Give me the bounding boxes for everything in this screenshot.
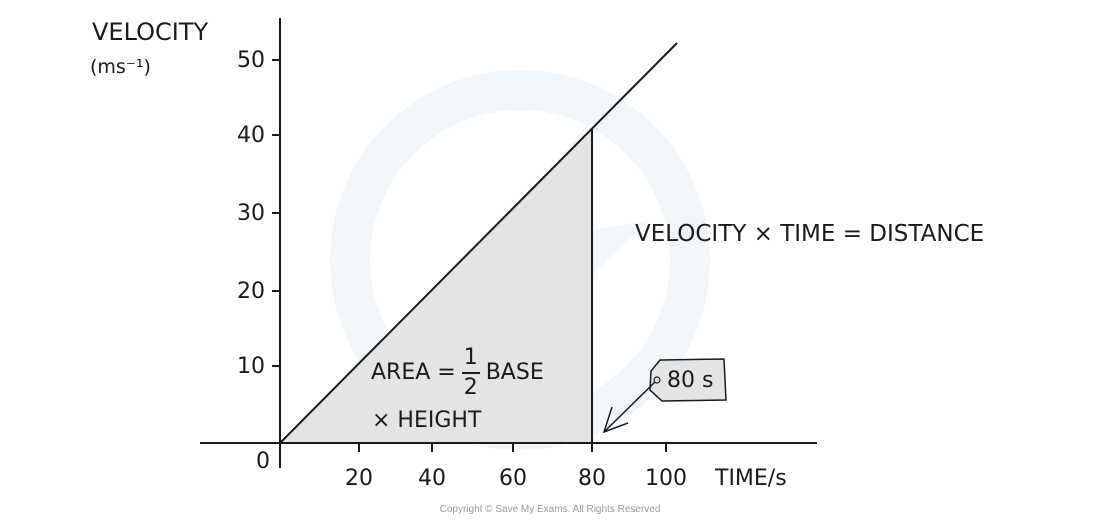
- x-tick-label: 100: [645, 466, 687, 491]
- arrow-icon: [602, 381, 656, 434]
- area-formula-line2: × HEIGHT: [372, 408, 482, 433]
- y-tick-label: 30: [237, 201, 265, 226]
- x-axis-title: TIME/s: [715, 466, 787, 491]
- tag-shape: [649, 358, 727, 402]
- y-tick-label: 50: [237, 48, 265, 73]
- copyright-footer: Copyright © Save My Exams. All Rights Re…: [439, 504, 661, 515]
- tag-hole-icon: [653, 376, 661, 384]
- equation-label: VELOCITY × TIME = DISTANCE: [635, 221, 985, 247]
- area-suffix: BASE: [485, 360, 544, 385]
- x-tick-label: 40: [418, 466, 446, 491]
- x-tick-label: 80: [578, 466, 606, 491]
- area-prefix: AREA =: [371, 360, 456, 385]
- velocity-line: [279, 42, 678, 444]
- y-tick-label: 20: [237, 279, 265, 304]
- y-tick-label: 40: [237, 123, 265, 148]
- x-ticks: [358, 443, 667, 452]
- y-tick-label: 10: [237, 354, 265, 379]
- origin-label: 0: [256, 449, 270, 474]
- y-axis-title: VELOCITY: [92, 18, 209, 46]
- x-tick-label: 20: [345, 466, 373, 491]
- x-tick-label: 60: [499, 466, 527, 491]
- y-ticks: [272, 59, 280, 367]
- tag-label: 80 s: [667, 368, 714, 393]
- y-axis-unit: (ms⁻¹): [90, 56, 151, 78]
